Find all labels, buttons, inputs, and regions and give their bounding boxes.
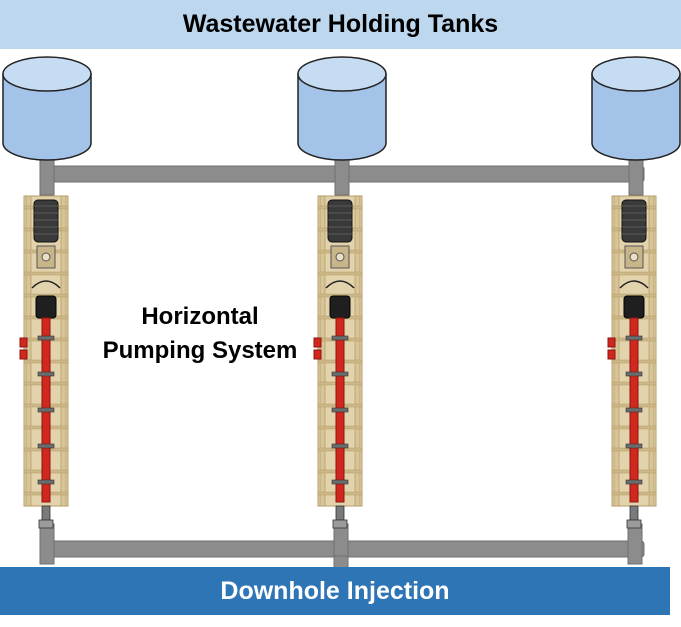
pump-clamp bbox=[37, 479, 55, 485]
coupling bbox=[41, 252, 51, 262]
discharge-connector bbox=[41, 505, 51, 521]
discharge-coupling bbox=[38, 519, 54, 529]
tank-top bbox=[591, 56, 681, 92]
tank-top bbox=[2, 56, 92, 92]
pump-clamp bbox=[37, 335, 55, 341]
pump-clamp bbox=[331, 407, 349, 413]
pump-clamp bbox=[37, 443, 55, 449]
pump-clamp bbox=[331, 335, 349, 341]
discharge-connector bbox=[629, 505, 639, 521]
holding-tanks-banner: Wastewater Holding Tanks bbox=[0, 0, 681, 49]
pump-motor bbox=[33, 199, 59, 243]
skid-crossbar bbox=[23, 271, 69, 276]
coupling bbox=[629, 252, 639, 262]
coupling bbox=[335, 252, 345, 262]
pump-motor bbox=[327, 199, 353, 243]
tank-body bbox=[591, 73, 681, 161]
valve-flange bbox=[19, 349, 28, 360]
pump-motor bbox=[621, 199, 647, 243]
skid-crossbar bbox=[611, 271, 657, 276]
horizontal-pumping-system-label: Horizontal Pumping System bbox=[80, 300, 320, 368]
intake-loop bbox=[325, 280, 355, 289]
pump-skid-icon bbox=[607, 195, 657, 529]
tank-body bbox=[297, 73, 387, 161]
tank-icon bbox=[2, 56, 92, 196]
pump-clamp bbox=[625, 479, 643, 485]
downhole-injection-title: Downhole Injection bbox=[220, 576, 450, 605]
pump-clamp bbox=[331, 479, 349, 485]
tank-top bbox=[297, 56, 387, 92]
label-line-2: Pumping System bbox=[102, 337, 298, 364]
pump-clamp bbox=[37, 371, 55, 377]
valve-flange bbox=[313, 337, 322, 348]
pump-clamp bbox=[625, 407, 643, 413]
pump-skid-icon bbox=[313, 195, 363, 529]
valve-flange bbox=[313, 349, 322, 360]
discharge-coupling bbox=[626, 519, 642, 529]
intake-loop bbox=[619, 280, 649, 289]
discharge-connector bbox=[335, 505, 345, 521]
holding-tanks-title: Wastewater Holding Tanks bbox=[182, 10, 499, 38]
pump-clamp bbox=[331, 443, 349, 449]
intake-loop bbox=[31, 280, 61, 289]
pump-clamp bbox=[625, 335, 643, 341]
pump-skid-icon bbox=[19, 195, 69, 529]
valve-flange bbox=[607, 349, 616, 360]
skid-rail-right bbox=[60, 195, 67, 507]
skid-rail-right bbox=[354, 195, 361, 507]
tank-icon bbox=[297, 56, 387, 196]
intake-housing bbox=[35, 295, 57, 319]
intake-housing bbox=[329, 295, 351, 319]
intake-housing bbox=[623, 295, 645, 319]
label-line-1: Horizontal bbox=[141, 303, 259, 330]
pump-clamp bbox=[625, 443, 643, 449]
pump-clamp bbox=[37, 407, 55, 413]
pump-clamp bbox=[331, 371, 349, 377]
valve-flange bbox=[607, 337, 616, 348]
skid-crossbar bbox=[317, 271, 363, 276]
injection-riser-pipe bbox=[627, 523, 643, 565]
tank-body bbox=[2, 73, 92, 161]
valve-flange bbox=[19, 337, 28, 348]
discharge-coupling bbox=[332, 519, 348, 529]
downhole-injection-banner: Downhole Injection bbox=[0, 567, 670, 615]
pump-clamp bbox=[625, 371, 643, 377]
injection-riser-pipe bbox=[39, 523, 55, 565]
skid-rail-right bbox=[648, 195, 655, 507]
tank-icon bbox=[591, 56, 681, 196]
